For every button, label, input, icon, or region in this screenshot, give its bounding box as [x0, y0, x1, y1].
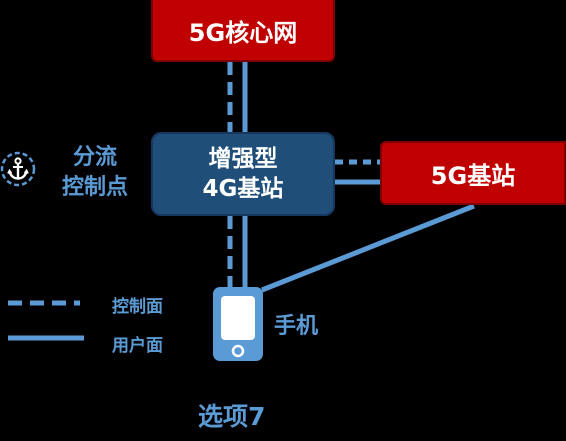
5g-phone-user-link	[261, 203, 475, 293]
legend-control-plane-label: 控制面	[112, 297, 163, 317]
split-control-point-label: 分流 控制点	[61, 145, 128, 200]
option-title: 选项7	[198, 402, 266, 431]
anchor-icon	[0, 151, 36, 187]
smartphone-icon	[213, 287, 263, 361]
5g-base-station-box: 5G基站	[380, 141, 566, 205]
5g-core-network-box: 5G核心网	[151, 0, 335, 62]
legend-user-plane-label: 用户面	[112, 336, 163, 356]
phone-label: 手机	[274, 314, 319, 339]
enhanced-4g-base-station-box: 增强型 4G基站	[151, 132, 335, 216]
